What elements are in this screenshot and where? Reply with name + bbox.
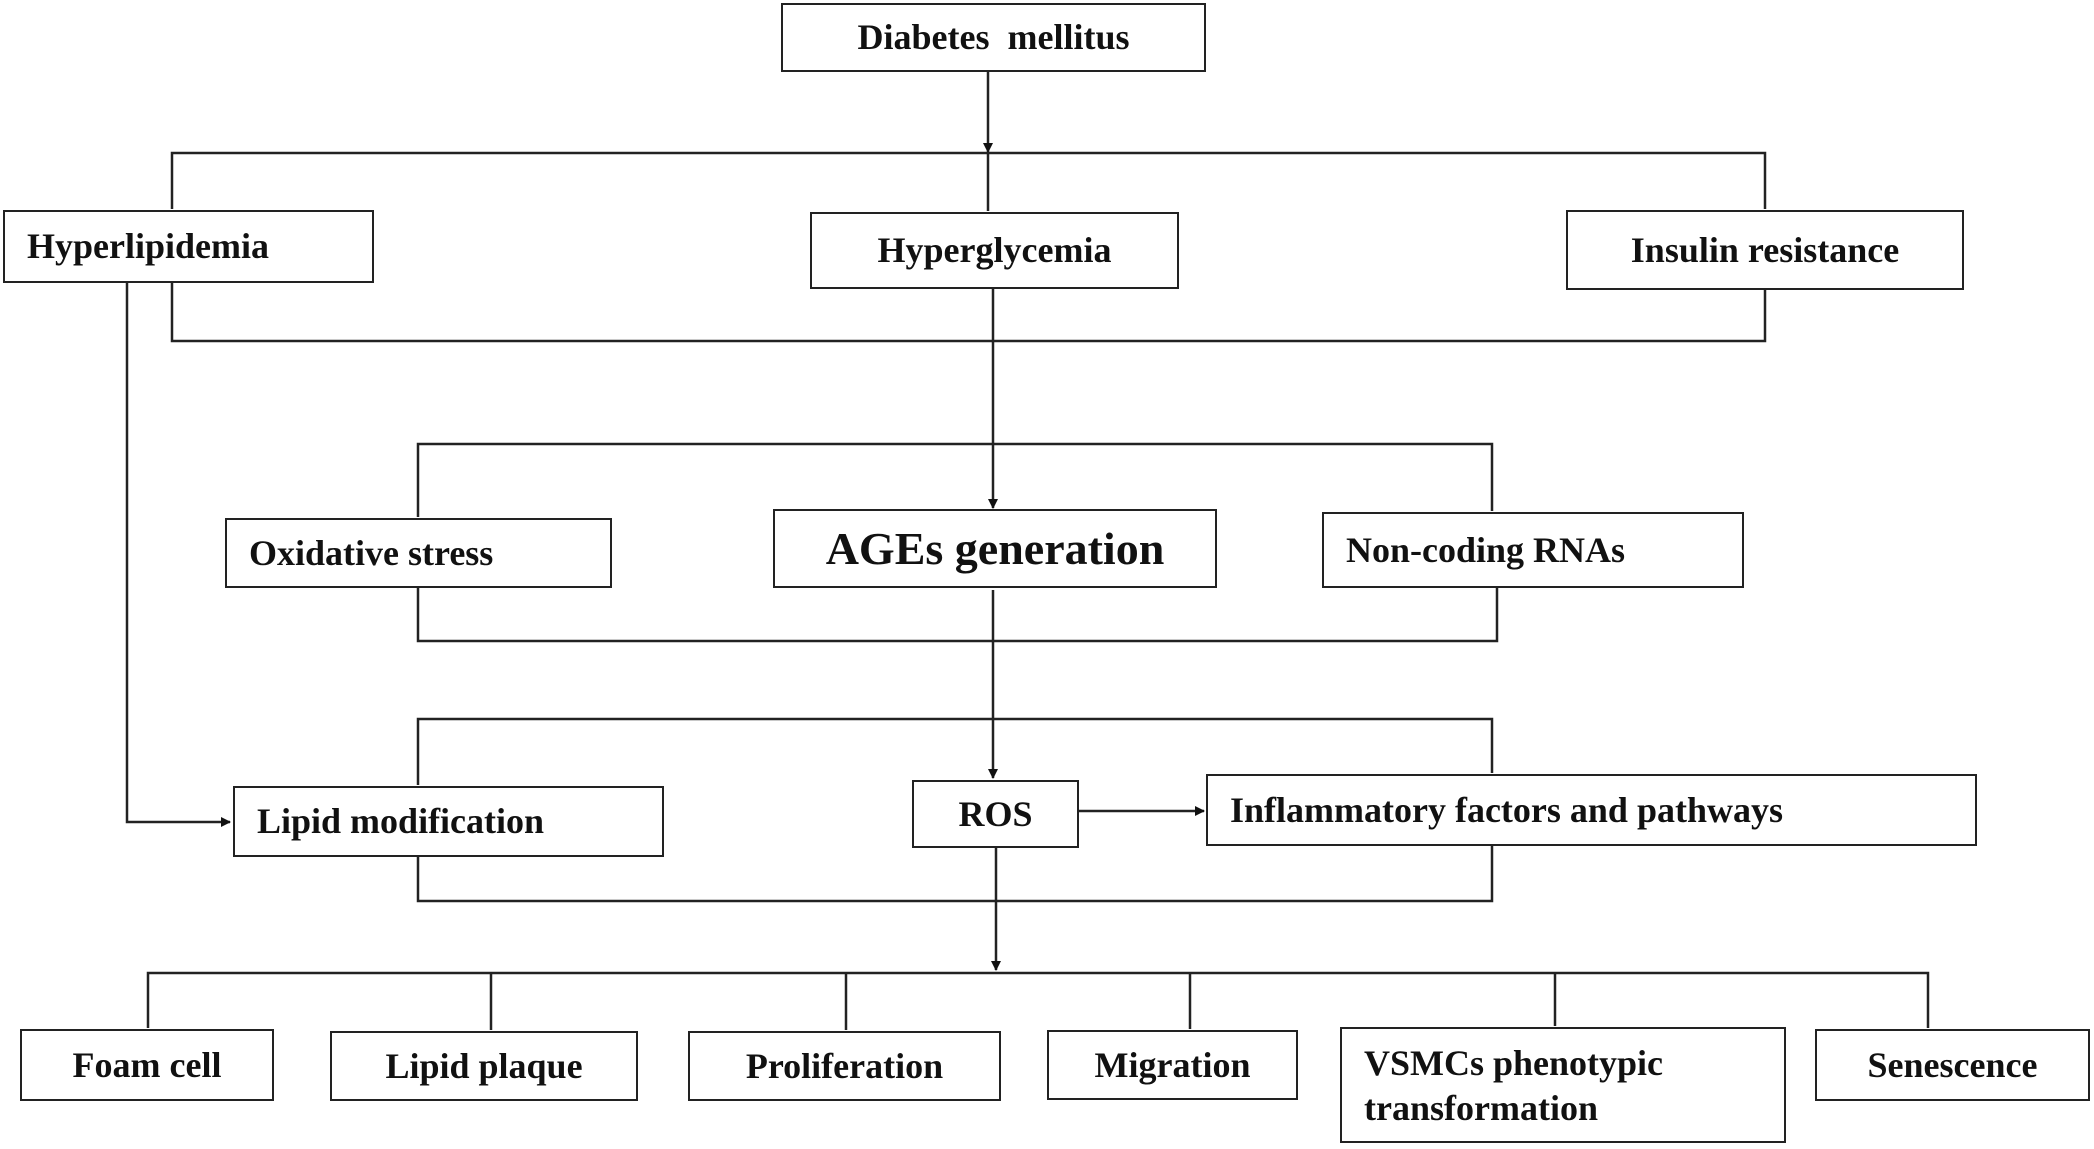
node-label: Lipid modification	[257, 801, 545, 841]
node-label: Lipid plaque	[385, 1045, 583, 1086]
node-ages-generation: AGEs generation	[773, 509, 1217, 588]
node-insulin-resistance: Insulin resistance	[1566, 210, 1964, 290]
node-label: Non-coding RNAs	[1346, 529, 1626, 570]
node-label-line-2: transformation	[1364, 1088, 1598, 1128]
node-hyperglycemia: Hyperglycemia	[810, 212, 1179, 289]
bracket-outcomes	[146, 971, 1930, 1028]
bracket-top-level1	[170, 151, 1767, 209]
node-ros: ROS	[912, 780, 1079, 848]
bracket-top-level2	[416, 442, 1494, 517]
node-inflammatory-factors: Inflammatory factors and pathways	[1206, 774, 1977, 846]
node-vsmc-phenotypic-transformation: VSMCs phenotypic transformation	[1340, 1027, 1786, 1143]
node-senescence: Senescence	[1815, 1029, 2090, 1101]
node-label: Oxidative stress	[249, 532, 494, 573]
node-label: Proliferation	[745, 1045, 944, 1086]
node-oxidative-stress: Oxidative stress	[225, 518, 612, 588]
node-foam-cell: Foam cell	[20, 1029, 274, 1101]
node-label: ROS	[958, 793, 1033, 834]
node-label: Foam cell	[72, 1044, 222, 1085]
node-migration: Migration	[1047, 1030, 1298, 1100]
node-hyperlipidemia: Hyperlipidemia	[3, 210, 374, 283]
node-label: VSMCs phenotypic transformation	[1364, 1041, 1663, 1131]
arrow-hyperlipidemia-to-lipid-modification	[125, 283, 231, 827]
node-non-coding-rnas: Non-coding RNAs	[1322, 512, 1744, 588]
node-label: AGEs generation	[825, 522, 1165, 574]
node-label: Inflammatory factors and pathways	[1230, 789, 1783, 830]
node-lipid-plaque: Lipid plaque	[330, 1031, 638, 1101]
node-proliferation: Proliferation	[688, 1031, 1001, 1101]
bracket-top-level3	[416, 717, 1494, 785]
node-label: Senescence	[1867, 1044, 2038, 1085]
node-label: Hyperlipidemia	[27, 226, 269, 266]
node-label-line-1: VSMCs phenotypic	[1364, 1043, 1664, 1083]
node-lipid-modification: Lipid modification	[233, 786, 664, 857]
bracket-bottom-level2	[416, 588, 1499, 643]
node-label: Hyperglycemia	[877, 230, 1112, 270]
node-label: Migration	[1094, 1044, 1251, 1085]
node-label: Diabetes mellitus	[857, 17, 1130, 57]
bracket-bottom-level1	[170, 282, 1767, 343]
node-label: Insulin resistance	[1630, 229, 1900, 270]
bracket-bottom-level3	[416, 846, 1494, 903]
node-diabetes-mellitus: Diabetes mellitus	[781, 3, 1206, 72]
